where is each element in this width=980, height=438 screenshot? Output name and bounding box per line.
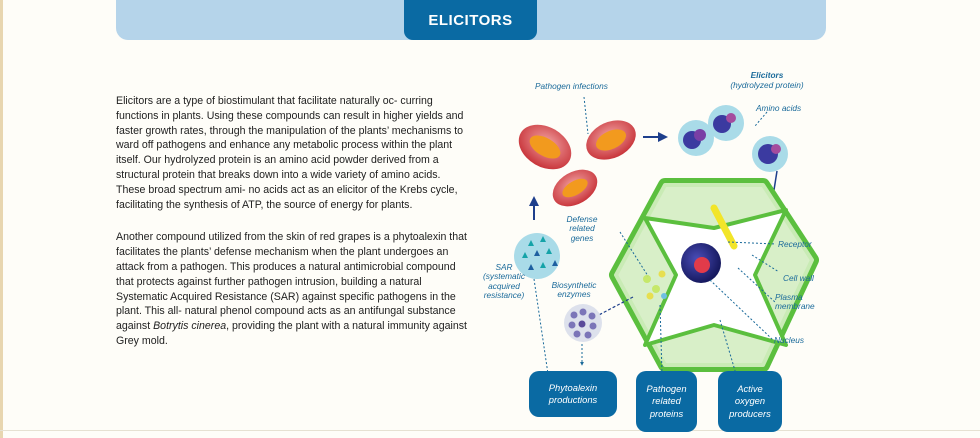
label-amino-acids: Amino acids [756,103,802,113]
label-defense-genes: Defense related genes [556,214,608,243]
species-name: Botrytis cinerea [153,320,227,333]
diagram-art [514,96,819,375]
label-line: resistance) [483,290,525,301]
box-line: Pathogen [646,382,687,394]
label-line: Biosynthetic [551,280,597,290]
leader-line [727,241,777,245]
sar-cluster [514,233,560,279]
leader-line [751,254,780,273]
leader-line [533,278,549,375]
box-line: related [652,395,681,407]
box-line: Phytoalexin [548,381,598,393]
label-nucleus: Nucleus [774,335,804,345]
leader-line [709,279,774,341]
label-line: membrane [775,301,815,312]
paragraph-text: Another compound utilized from the skin … [116,231,467,333]
dashed-path [594,296,634,318]
label-line: related [569,223,595,234]
box-pathogen-related-proteins: Pathogen related proteins [636,371,697,432]
label-cell-wall: Cell wall [783,273,814,283]
leader-line [583,96,589,135]
label-line: enzymes [557,289,591,300]
box-line: oxygen [734,395,766,407]
leader-line [719,319,737,375]
paragraph-text-end: , providing the plant with a natural imm… [116,320,467,347]
label-sar: SAR (systematic acquired resistance) [470,262,538,301]
leader-line [773,170,778,191]
plant-cell [609,178,819,372]
box-line: producers [729,407,771,419]
box-line: productions [548,394,598,405]
label-hydrolyzed-protein: (hydrolyzed protein) [730,80,804,90]
box-line: Active [737,382,763,394]
pathogen-cells [518,120,636,207]
label-line: Plasma [775,292,803,302]
label-pathogen-infections: Pathogen infections [535,81,608,91]
section-title: ELICITORS [404,0,537,40]
leader-line [754,111,768,127]
box-phytoalexin-productions: Phytoalexin productions [529,371,617,417]
plant-defense-diagram: Pathogen infections Elicitors (hydrolyze… [470,60,970,438]
paragraph-elicitors: Elicitors are a type of biostimulant tha… [116,95,464,211]
paragraph-phytoalexin: Another compound utilized from the skin … [116,230,468,348]
bottom-rule [0,430,980,431]
leader-line [659,304,663,375]
enzyme-cluster [564,304,602,342]
label-plasma-membrane: Plasma membrane [775,292,815,312]
leader-line [737,267,776,303]
leader-line [619,231,649,277]
label-line: acquired [488,280,520,291]
label-line: (systematic [483,271,525,282]
page-edge [0,0,3,438]
label-receptor: Receptor [778,239,812,249]
elicitor-spheres [678,105,788,214]
box-line: proteins [649,407,684,419]
label-line: Defense [566,214,598,224]
body-text: Elicitors are a type of biostimulant tha… [116,94,468,367]
label-line: SAR [495,262,513,272]
box-active-oxygen-producers: Active oxygen producers [718,371,782,432]
label-line: genes [570,232,594,243]
label-elicitors: Elicitors [750,70,784,80]
label-biosynthetic-enzymes: Biosynthetic enzymes [544,280,604,300]
